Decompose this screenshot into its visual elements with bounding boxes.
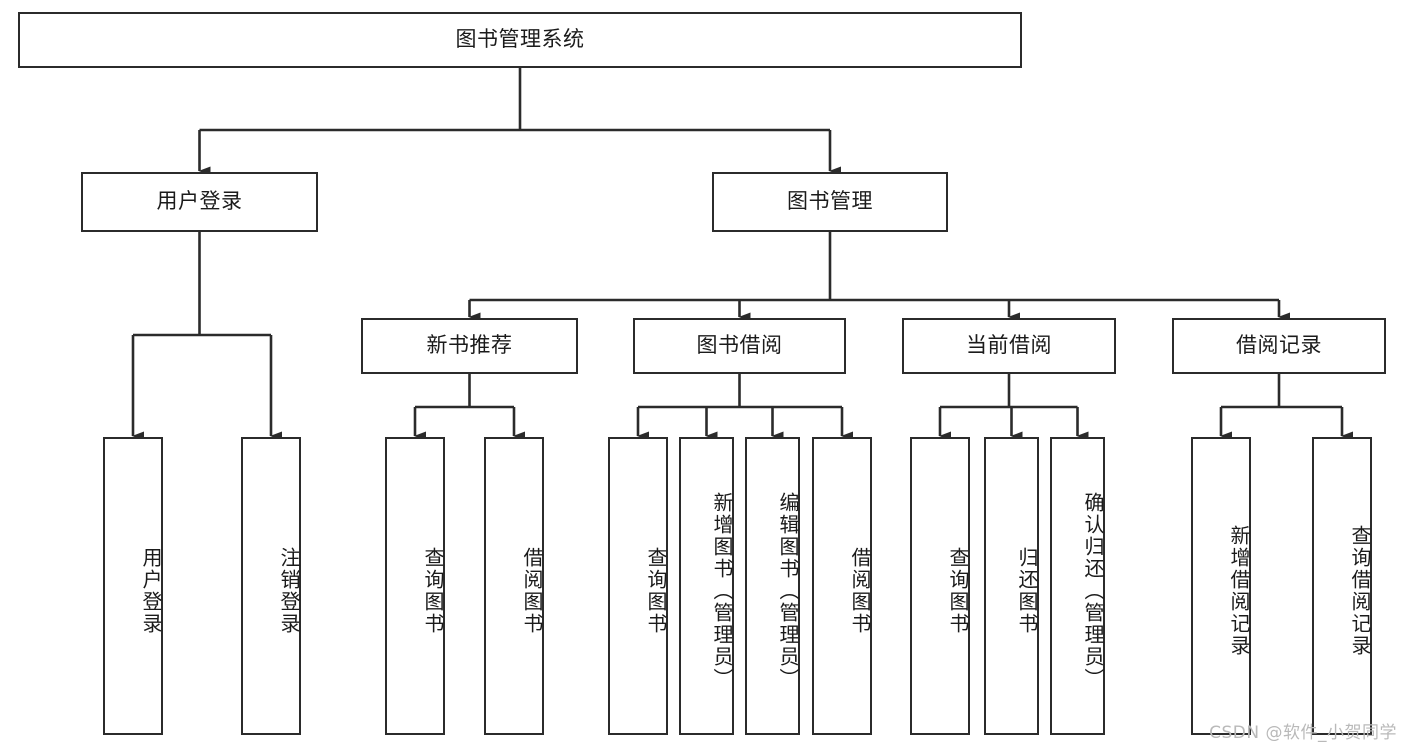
leaf-leaf-return-book[interactable]: 归还图书	[984, 437, 1039, 735]
node-root-root[interactable]: 图书管理系统	[18, 12, 1022, 68]
leaf-leaf-edit-book[interactable]: 编辑图书（管理员）	[745, 437, 800, 735]
leaf-leaf-query-book-3[interactable]: 查询图书	[910, 437, 970, 735]
node-label: 图书管理系统	[455, 27, 585, 52]
node-label: 归还图书	[1015, 547, 1039, 635]
node-book-borrow[interactable]: 图书借阅	[633, 318, 846, 374]
node-current-borrow[interactable]: 当前借阅	[902, 318, 1116, 374]
leaf-leaf-borrow-book-1[interactable]: 借阅图书	[484, 437, 544, 735]
node-label: 注销登录	[277, 547, 301, 635]
node-label: 用户登录	[139, 547, 163, 635]
node-new-book-rec[interactable]: 新书推荐	[361, 318, 578, 374]
node-label: 图书借阅	[696, 333, 783, 358]
node-label: 查询图书	[644, 547, 668, 635]
leaf-leaf-confirm-return[interactable]: 确认归还（管理员）	[1050, 437, 1105, 735]
node-label: 编辑图书（管理员）	[776, 492, 800, 690]
node-label: 借阅图书	[848, 547, 872, 635]
leaf-leaf-query-book-1[interactable]: 查询图书	[385, 437, 445, 735]
node-label: 图书管理	[787, 189, 873, 214]
leaf-leaf-logout[interactable]: 注销登录	[241, 437, 301, 735]
node-user-login[interactable]: 用户登录	[81, 172, 318, 232]
leaf-leaf-query-book-2[interactable]: 查询图书	[608, 437, 668, 735]
node-borrow-record[interactable]: 借阅记录	[1172, 318, 1386, 374]
node-label: 查询图书	[946, 547, 970, 635]
node-label: 用户登录	[156, 189, 243, 214]
node-label: 借阅记录	[1236, 333, 1322, 358]
node-label: 当前借阅	[966, 333, 1052, 358]
node-label: 新增借阅记录	[1227, 525, 1251, 657]
leaf-leaf-add-record[interactable]: 新增借阅记录	[1191, 437, 1251, 735]
watermark: CSDN @软件_小贺同学	[1209, 723, 1397, 743]
node-label: 查询图书	[421, 547, 445, 635]
node-book-manage[interactable]: 图书管理	[712, 172, 948, 232]
leaf-leaf-add-book[interactable]: 新增图书（管理员）	[679, 437, 734, 735]
node-label: 查询借阅记录	[1348, 525, 1372, 657]
leaf-leaf-borrow-book-2[interactable]: 借阅图书	[812, 437, 872, 735]
node-label: 新增图书（管理员）	[710, 492, 734, 690]
leaf-leaf-user-login[interactable]: 用户登录	[103, 437, 163, 735]
node-label: 确认归还（管理员）	[1081, 492, 1105, 690]
leaf-leaf-query-record[interactable]: 查询借阅记录	[1312, 437, 1372, 735]
node-label: 新书推荐	[426, 333, 513, 358]
node-label: 借阅图书	[520, 547, 544, 635]
